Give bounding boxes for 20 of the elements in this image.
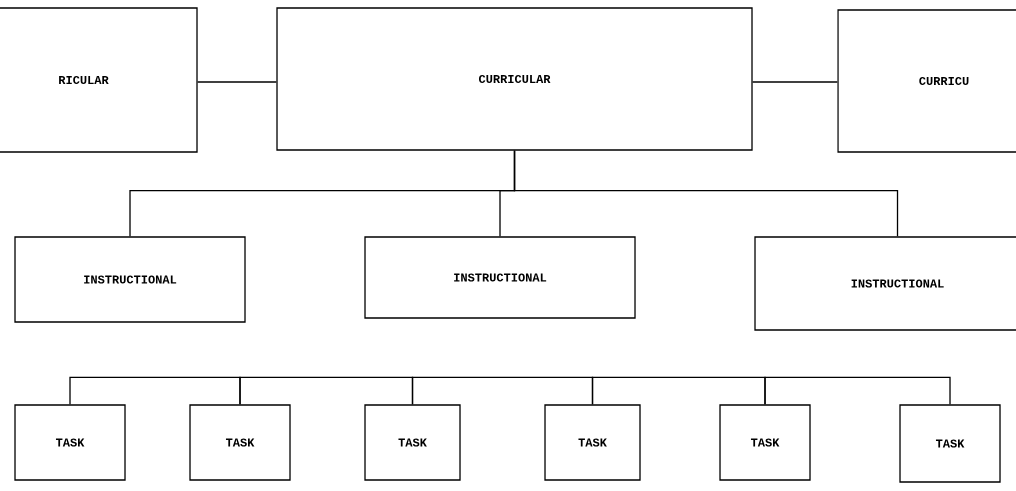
- connector-line: [752, 81, 838, 83]
- connector-line: [591, 376, 766, 405]
- task-box: TASK: [189, 404, 291, 481]
- task-box: TASK: [14, 404, 126, 481]
- connector-line: [411, 376, 594, 405]
- connector-line: [197, 81, 277, 83]
- process-box: INSTRUCTIONAL: [14, 236, 246, 323]
- connector-line: [69, 376, 241, 405]
- process-box: INSTRUCTIONAL: [364, 236, 636, 319]
- connector-line: [764, 376, 951, 405]
- connector-line: [513, 150, 899, 237]
- process-box: INSTRUCTIONAL: [754, 236, 1016, 331]
- connector-line: [239, 376, 414, 405]
- task-box: TASK: [899, 404, 1001, 483]
- task-box: TASK: [364, 404, 461, 481]
- process-box: CURRICULAR: [276, 7, 753, 151]
- task-box: TASK: [544, 404, 641, 481]
- process-box: RICULAR: [0, 7, 198, 153]
- process-box: CURRICU: [837, 9, 1016, 153]
- task-box: TASK: [719, 404, 811, 481]
